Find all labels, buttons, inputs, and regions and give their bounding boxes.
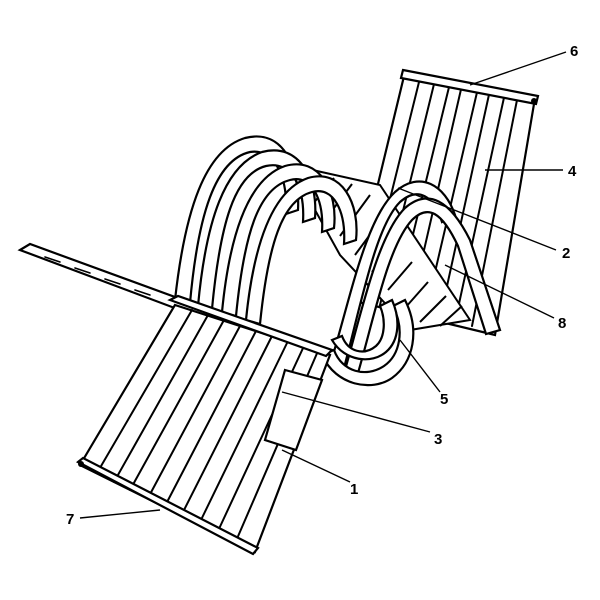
front-slat-line (147, 325, 241, 499)
leader-3 (281, 391, 431, 433)
looped-slats (173, 135, 502, 387)
hump-band (220, 163, 336, 318)
notch (104, 278, 121, 285)
hump-band (173, 135, 300, 305)
front-slat-line (199, 340, 289, 523)
notch (44, 256, 61, 263)
label-6: 6 (570, 43, 578, 60)
hatch-line (439, 305, 463, 327)
front-slat-line (96, 309, 193, 474)
label-3: 3 (434, 431, 442, 448)
rail-end-dot (78, 461, 84, 467)
leader-lines (79, 51, 567, 519)
leader-1 (281, 449, 351, 483)
front-slat-line (129, 319, 225, 491)
hatch-line (387, 261, 413, 291)
lower-loop (320, 298, 415, 387)
back-slat-line (439, 89, 491, 319)
hatch-line (404, 281, 429, 309)
front-panel (75, 294, 335, 556)
front-slats (96, 309, 319, 542)
label-4: 4 (568, 163, 577, 180)
front-panel-top-rail (167, 294, 335, 358)
leader-8 (444, 264, 555, 319)
part-labels: 6 4 2 8 5 3 1 7 (66, 43, 578, 528)
label-7: 7 (66, 511, 74, 528)
leader-7 (79, 509, 161, 519)
leader-5 (399, 339, 441, 393)
front-slat-line (181, 335, 273, 515)
bottom-rail (75, 456, 260, 556)
leader-2 (397, 187, 557, 251)
lower-loop-inner (330, 298, 399, 361)
hatch-line (419, 295, 447, 323)
label-8: 8 (558, 315, 566, 332)
front-slat-line (113, 314, 209, 483)
hump-band (244, 175, 358, 326)
front-slat-line (164, 330, 257, 507)
notch (134, 289, 151, 296)
back-slat-line (454, 92, 506, 323)
hump-band (196, 149, 317, 311)
label-2: 2 (562, 245, 570, 262)
top-rail (399, 68, 540, 106)
label-1: 1 (350, 481, 358, 498)
cross-bar-notches (44, 256, 151, 296)
leader-6 (469, 51, 567, 86)
slat-3 (263, 368, 324, 452)
rail-end-dot (531, 98, 537, 104)
label-5: 5 (440, 391, 448, 408)
notch (74, 267, 91, 274)
